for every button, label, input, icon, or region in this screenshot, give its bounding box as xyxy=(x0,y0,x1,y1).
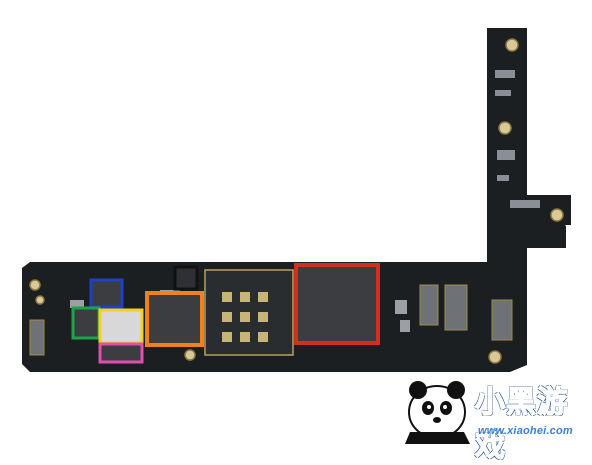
arm-components xyxy=(495,70,540,208)
hole-7 xyxy=(35,295,45,305)
hole-3 xyxy=(550,208,564,222)
board-arm xyxy=(487,28,527,262)
watermark-url: www.xiaohei.com xyxy=(478,425,573,437)
chip-magenta-highlight xyxy=(98,342,144,364)
logic-board-photo xyxy=(22,28,571,444)
chip-orange-highlight xyxy=(145,291,204,347)
panda-icon xyxy=(405,381,470,444)
chip-yellow-highlight xyxy=(98,308,144,345)
connector-1 xyxy=(419,284,439,326)
chip-green-highlight xyxy=(71,306,101,340)
connector-3 xyxy=(491,299,513,341)
hole-6 xyxy=(184,349,196,361)
hole-1 xyxy=(505,38,519,52)
hole-2 xyxy=(498,121,512,135)
connector-4 xyxy=(29,319,45,356)
watermark-title: 小黑游戏 xyxy=(474,384,568,465)
chip-blue-highlight xyxy=(89,278,124,309)
mounting-holes xyxy=(29,38,564,364)
connectors xyxy=(29,284,513,356)
chip-black-highlight xyxy=(173,265,199,291)
connector-2 xyxy=(444,284,468,331)
chip-red-highlight xyxy=(294,263,380,345)
hole-5 xyxy=(488,350,502,364)
hole-4 xyxy=(29,279,41,291)
sim-pads xyxy=(222,292,268,342)
